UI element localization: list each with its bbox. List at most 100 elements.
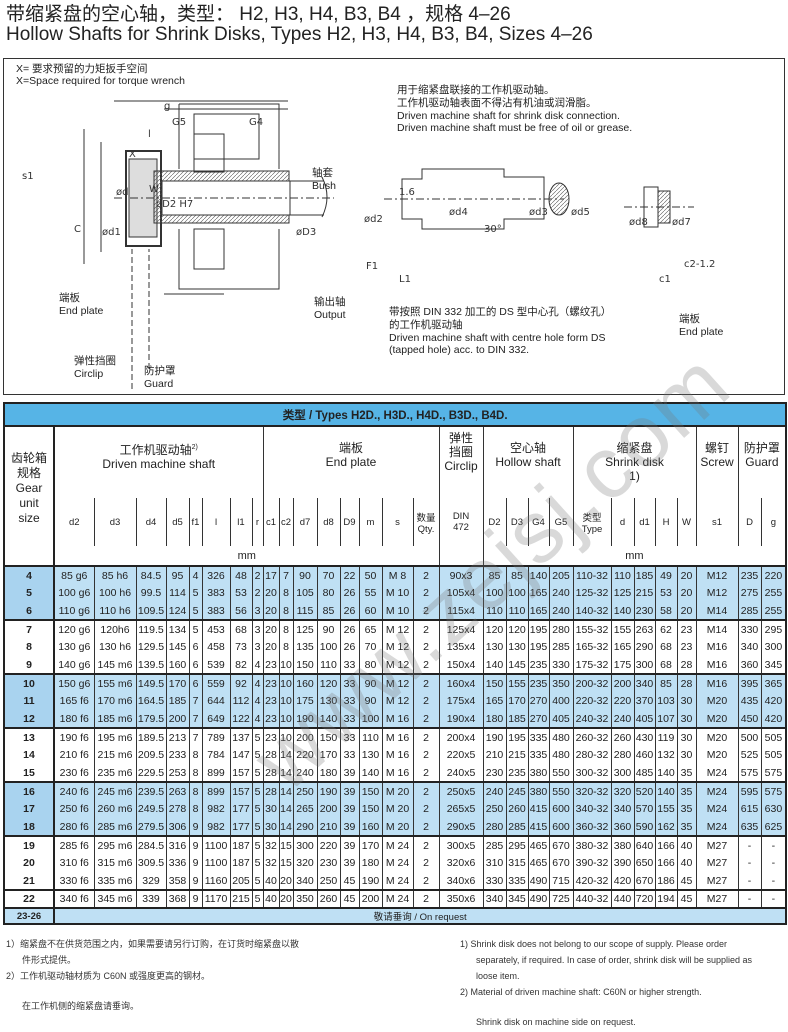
value-cell: 9: [188, 835, 202, 854]
screw-cn: 螺钉: [704, 441, 729, 455]
value-cell: 2: [251, 584, 263, 602]
value-cell: 440: [610, 889, 634, 908]
value-cell: 435: [737, 692, 761, 710]
value-cell: 85 g6: [54, 565, 94, 584]
value-cell: 20: [262, 638, 279, 656]
column-header: d1: [633, 498, 655, 546]
value-cell: 120: [316, 673, 340, 692]
value-cell: 300: [292, 835, 317, 854]
value-cell: 263: [165, 781, 189, 800]
value-cell: 200x4: [438, 727, 483, 746]
value-cell: M27: [695, 889, 738, 908]
value-cell: 278: [165, 800, 189, 818]
value-cell: 245 m6: [93, 781, 136, 800]
column-label: d: [619, 516, 626, 528]
gear-size-cell: 9: [3, 656, 55, 674]
value-cell: 2: [412, 710, 439, 728]
value-cell: 125: [292, 619, 317, 638]
torque-wrench-note-cn: X= 要求预留的力矩扳手空间: [16, 63, 148, 75]
value-cell: 245: [505, 781, 528, 800]
value-cell: 145: [505, 656, 528, 674]
value-cell: 600: [548, 800, 573, 818]
value-cell: 85: [654, 673, 677, 692]
value-cell: 220: [316, 835, 340, 854]
column-label: D3: [510, 516, 524, 528]
gear-size-cell: 21: [3, 872, 55, 890]
value-cell: 10: [278, 727, 293, 746]
output-label-en: Output: [314, 309, 346, 321]
value-cell: 235: [737, 565, 761, 584]
value-cell: 335: [505, 872, 528, 890]
page-title-cn: 带缩紧盘的空心轴，类型： H2, H3, H4, B3, B4 ，规格 4–26: [6, 4, 511, 25]
value-cell: 230: [482, 764, 506, 782]
dim-r16: 1.6: [399, 187, 415, 198]
value-cell: 140: [527, 565, 549, 584]
value-cell: 899: [201, 764, 230, 782]
value-cell: 220: [610, 692, 634, 710]
value-cell: 6: [188, 673, 202, 692]
value-cell: 1100: [201, 854, 230, 872]
value-cell: 420: [760, 710, 788, 728]
value-cell: 306: [165, 818, 189, 836]
value-cell: 210 f6: [59, 749, 89, 761]
value-cell: 205: [229, 872, 252, 890]
value-cell: 50: [358, 565, 382, 584]
gear-size-cell: 11: [3, 692, 55, 710]
value-cell: M16: [695, 638, 738, 656]
value-cell: 185: [505, 710, 528, 728]
value-cell: 175-32: [572, 656, 611, 674]
gear-size-cell: 5: [3, 584, 55, 602]
column-label: d5: [172, 516, 183, 528]
value-cell: 60: [358, 602, 382, 620]
value-cell: 160: [165, 656, 189, 674]
value-cell: -: [737, 872, 761, 890]
gear-size-cell: 19: [3, 835, 55, 854]
driven-cn: 工作机驱动轴: [119, 443, 192, 457]
value-cell: 175x4: [438, 692, 483, 710]
column-label: d4: [145, 516, 157, 528]
value-cell: 520: [633, 781, 655, 800]
value-cell: 23: [262, 656, 279, 674]
din-note-en-1: Driven machine shaft with centre hole fo…: [389, 332, 606, 344]
value-cell: 80: [316, 584, 340, 602]
value-cell: 285: [548, 638, 573, 656]
value-cell: 39: [339, 835, 359, 854]
circlip-cn-1: 弹性: [448, 431, 473, 445]
value-cell: 255: [760, 602, 788, 620]
value-cell: 650: [633, 854, 655, 872]
value-cell: 14: [278, 781, 293, 800]
value-cell: 340: [610, 800, 634, 818]
value-cell: 200-32: [572, 673, 611, 692]
value-cell: 2: [412, 854, 439, 872]
value-cell: 166: [654, 854, 677, 872]
value-cell: 145 m6: [93, 656, 136, 674]
value-cell: 280: [482, 818, 506, 836]
value-cell: M 12: [381, 656, 413, 674]
value-cell: 5: [251, 781, 263, 800]
column-header: G5: [548, 498, 573, 546]
value-cell: 185 m6: [93, 710, 136, 728]
column-header: G4: [527, 498, 549, 546]
value-cell: M16: [695, 656, 738, 674]
value-cell: 295: [505, 835, 528, 854]
value-cell: 420: [610, 872, 634, 890]
value-cell: 170: [505, 692, 528, 710]
value-cell: M20: [695, 727, 738, 746]
value-cell: 53: [654, 584, 677, 602]
value-cell: 140: [316, 710, 340, 728]
value-cell: 350: [548, 673, 573, 692]
column-label: s: [395, 516, 400, 528]
value-cell: M24: [695, 800, 738, 818]
column-header: D3: [505, 498, 528, 546]
column-header: d7: [292, 498, 317, 546]
value-cell: 20: [676, 565, 696, 584]
value-cell: 490: [527, 872, 549, 890]
value-cell: 220x5: [438, 746, 483, 764]
value-cell: 250 f6: [54, 800, 94, 818]
value-cell: 150: [292, 656, 317, 674]
value-cell: 505: [760, 746, 788, 764]
bush-label-cn: 轴套: [312, 167, 333, 179]
